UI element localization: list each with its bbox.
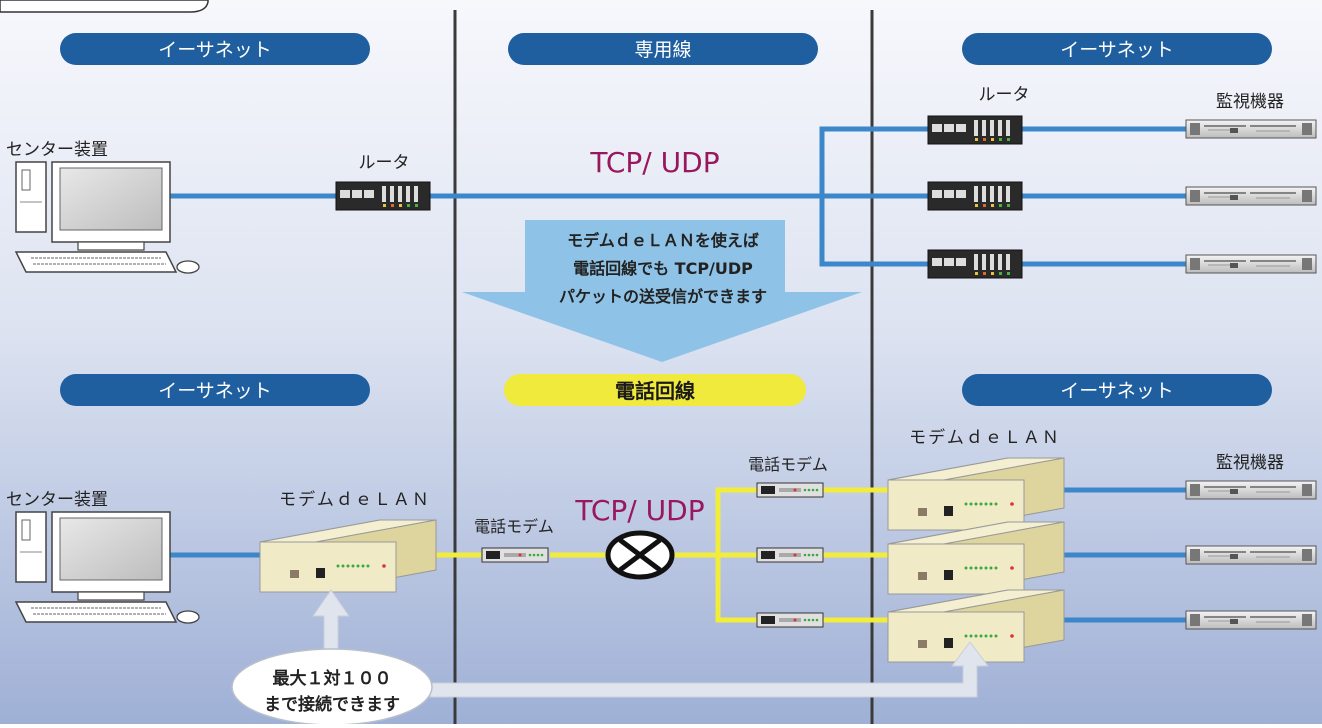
monitor-device-bottom-3-icon bbox=[1185, 610, 1317, 630]
router-label-top-left: ルータ bbox=[359, 153, 410, 173]
monitor-device-top-2-icon bbox=[1185, 186, 1317, 206]
arrow-text-line1: モデムｄｅＬＡＮを使えば bbox=[567, 231, 759, 250]
pill-ethernet-bottom-right bbox=[962, 374, 1272, 406]
phone-modem-right-3-icon bbox=[756, 612, 824, 628]
pill-phone-line-label: 電話回線 bbox=[615, 379, 695, 403]
arrow-text-line2: 電話回線でも TCP/UDP bbox=[573, 259, 753, 278]
protocol-label-top: TCP/ UDP bbox=[589, 146, 719, 179]
router-top-left-icon bbox=[335, 181, 431, 211]
arrow-text-line3: パケットの送受信ができます bbox=[559, 287, 767, 306]
phone-modem-label-left: 電話モデム bbox=[474, 517, 554, 536]
monitor-label-bottom: 監視機器 bbox=[1216, 453, 1284, 473]
pill-leased-line-label: 専用線 bbox=[634, 39, 691, 61]
pill-ethernet-top-left bbox=[60, 33, 370, 65]
exchange-icon bbox=[605, 530, 675, 580]
pill-ethernet-bottom-left-label: イーサネット bbox=[158, 380, 272, 402]
pill-ethernet-top-right bbox=[962, 33, 1272, 65]
center-device-label-top: センター装置 bbox=[6, 140, 108, 160]
router-top-right-1-icon bbox=[927, 115, 1023, 145]
modem-delan-label-right: モデムｄｅＬＡＮ bbox=[909, 427, 1061, 448]
pill-ethernet-bottom-left bbox=[60, 374, 370, 406]
router-top-right-2-icon bbox=[927, 181, 1023, 211]
monitor-device-top-1-icon bbox=[1185, 119, 1317, 139]
lan-lines-bottom bbox=[160, 487, 1188, 623]
modem-delan-label-left: モデムｄｅＬＡＮ bbox=[279, 489, 431, 510]
corner-tab bbox=[0, 0, 209, 13]
callout-arrows bbox=[312, 589, 989, 698]
monitor-device-bottom-1-icon bbox=[1185, 480, 1317, 500]
info-arrow bbox=[462, 220, 862, 362]
lan-lines-top bbox=[160, 126, 1188, 267]
router-top-right-3-icon bbox=[927, 249, 1023, 279]
pill-ethernet-bottom-right-label: イーサネット bbox=[1060, 380, 1174, 402]
router-label-top-right: ルータ bbox=[979, 85, 1030, 105]
phone-modem-right-1-icon bbox=[756, 482, 824, 498]
protocol-label-bottom: TCP/ UDP bbox=[574, 494, 704, 527]
phone-modem-left-icon bbox=[481, 547, 549, 563]
callout-line1: 最大１対１００ bbox=[273, 668, 392, 689]
pill-leased-line bbox=[508, 33, 818, 65]
monitor-device-top-3-icon bbox=[1185, 254, 1317, 274]
phone-modem-label-right: 電話モデム bbox=[748, 455, 828, 474]
pill-phone-line bbox=[504, 374, 806, 406]
phone-modem-right-2-icon bbox=[756, 547, 824, 563]
callout-line2: まで接続できます bbox=[264, 694, 400, 715]
center-device-label-bottom: センター装置 bbox=[6, 490, 108, 510]
monitor-label-top: 監視機器 bbox=[1216, 92, 1284, 112]
monitor-device-bottom-2-icon bbox=[1185, 545, 1317, 565]
pill-ethernet-top-right-label: イーサネット bbox=[1060, 39, 1174, 61]
pill-ethernet-top-left-label: イーサネット bbox=[158, 39, 272, 61]
